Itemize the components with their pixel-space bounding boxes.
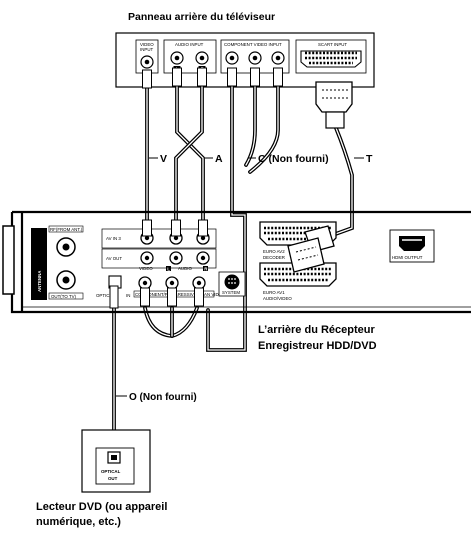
euro-av1-label-2: AUDIO/VIDEO [263,296,292,301]
av-video-label: VIDEO [139,266,153,271]
rf-in-label: RF(FROM ANT.) [50,227,83,232]
cable-v-label: V [160,153,167,165]
antenna-label: ANTENNA [37,270,42,292]
av-audio-r-label: R [204,266,208,271]
cable-t-label: T [366,153,373,165]
tv-audio-input-label: AUDIO INPUT [175,42,204,47]
optical-in-label-2: IN [126,293,130,298]
tv-scart-input-label: SCART INPUT [318,42,347,47]
tv-video-input-label-2: INPUT [140,47,153,52]
av-audio-l-label: L [167,266,170,271]
system-port: SYSTEM [218,271,246,297]
recorder-side [2,225,15,295]
cable-c-pb [244,84,257,167]
av-in-label: AV IN 3 [106,236,121,241]
recorder-plugs [109,219,208,309]
euro-av2-label-1: EURO AV2 [263,249,285,254]
tv-video-input: VIDEO INPUT [135,39,159,74]
cable-a-label: A [215,153,223,165]
optical-in-label: OPTICAL [96,293,115,298]
av-audio-label: AUDIO [178,266,192,271]
antenna-section: ANTENNA RF(FROM ANT.) OUT(TO TV) [31,225,84,300]
dvd-caption-2: numérique, etc.) [36,516,121,528]
dvd-optical-label-1: OPTICAL [101,469,121,474]
rf-out-label: OUT(TO TV) [51,294,76,299]
tv-component-input-label: COMPONENT VIDEO INPUT [224,42,282,47]
dvd-optical-label-2: OUT [108,476,118,481]
tv-video-input-label-1: VIDEO [140,42,154,47]
dvd-caption-1: Lecteur DVD (ou appareil [36,501,167,513]
tv-audio-input: AUDIO INPUT L R [163,39,217,74]
dvd-optical-output: OPTICAL OUT [81,429,151,493]
hdmi-label: HDMI OUTPUT [392,255,423,260]
cable-t [328,126,354,238]
tv-plugs [142,67,283,89]
recorder-scart-plug [287,225,335,273]
cable-o-label: O (Non fourni) [129,392,197,403]
scart-sockets: EURO AV2 DECODER EURO AV1 AUDIO/VIDEO [259,221,337,301]
tv-scart-input: SCART INPUT [295,39,367,74]
component-out-label: COMPONENT/PROGRESSIVE SCAN VIDEO OUT [135,292,236,297]
tv-scart-plug [315,81,353,129]
recorder-caption-1: L’arrière du Récepteur [258,324,375,336]
cable-c-label: C (Non fourni) [258,153,329,165]
hdmi-port: HDMI OUTPUT [389,229,435,263]
optical-in-section: OPTICAL IN [96,275,130,298]
av-out-label: AV OUT [106,256,122,261]
recorder-caption-2: Enregistreur HDD/DVD [258,340,377,352]
system-label: SYSTEM [222,290,240,295]
cable-c-y [206,84,247,352]
tv-caption: Panneau arrière du téléviseur [128,11,275,23]
euro-av1-label-1: EURO AV1 [263,290,285,295]
av-jack-panel: AV IN 3 AV OUT VIDEO L AUDIO R COMPONENT… [101,228,236,298]
euro-av2-label-2: DECODER [263,255,285,260]
